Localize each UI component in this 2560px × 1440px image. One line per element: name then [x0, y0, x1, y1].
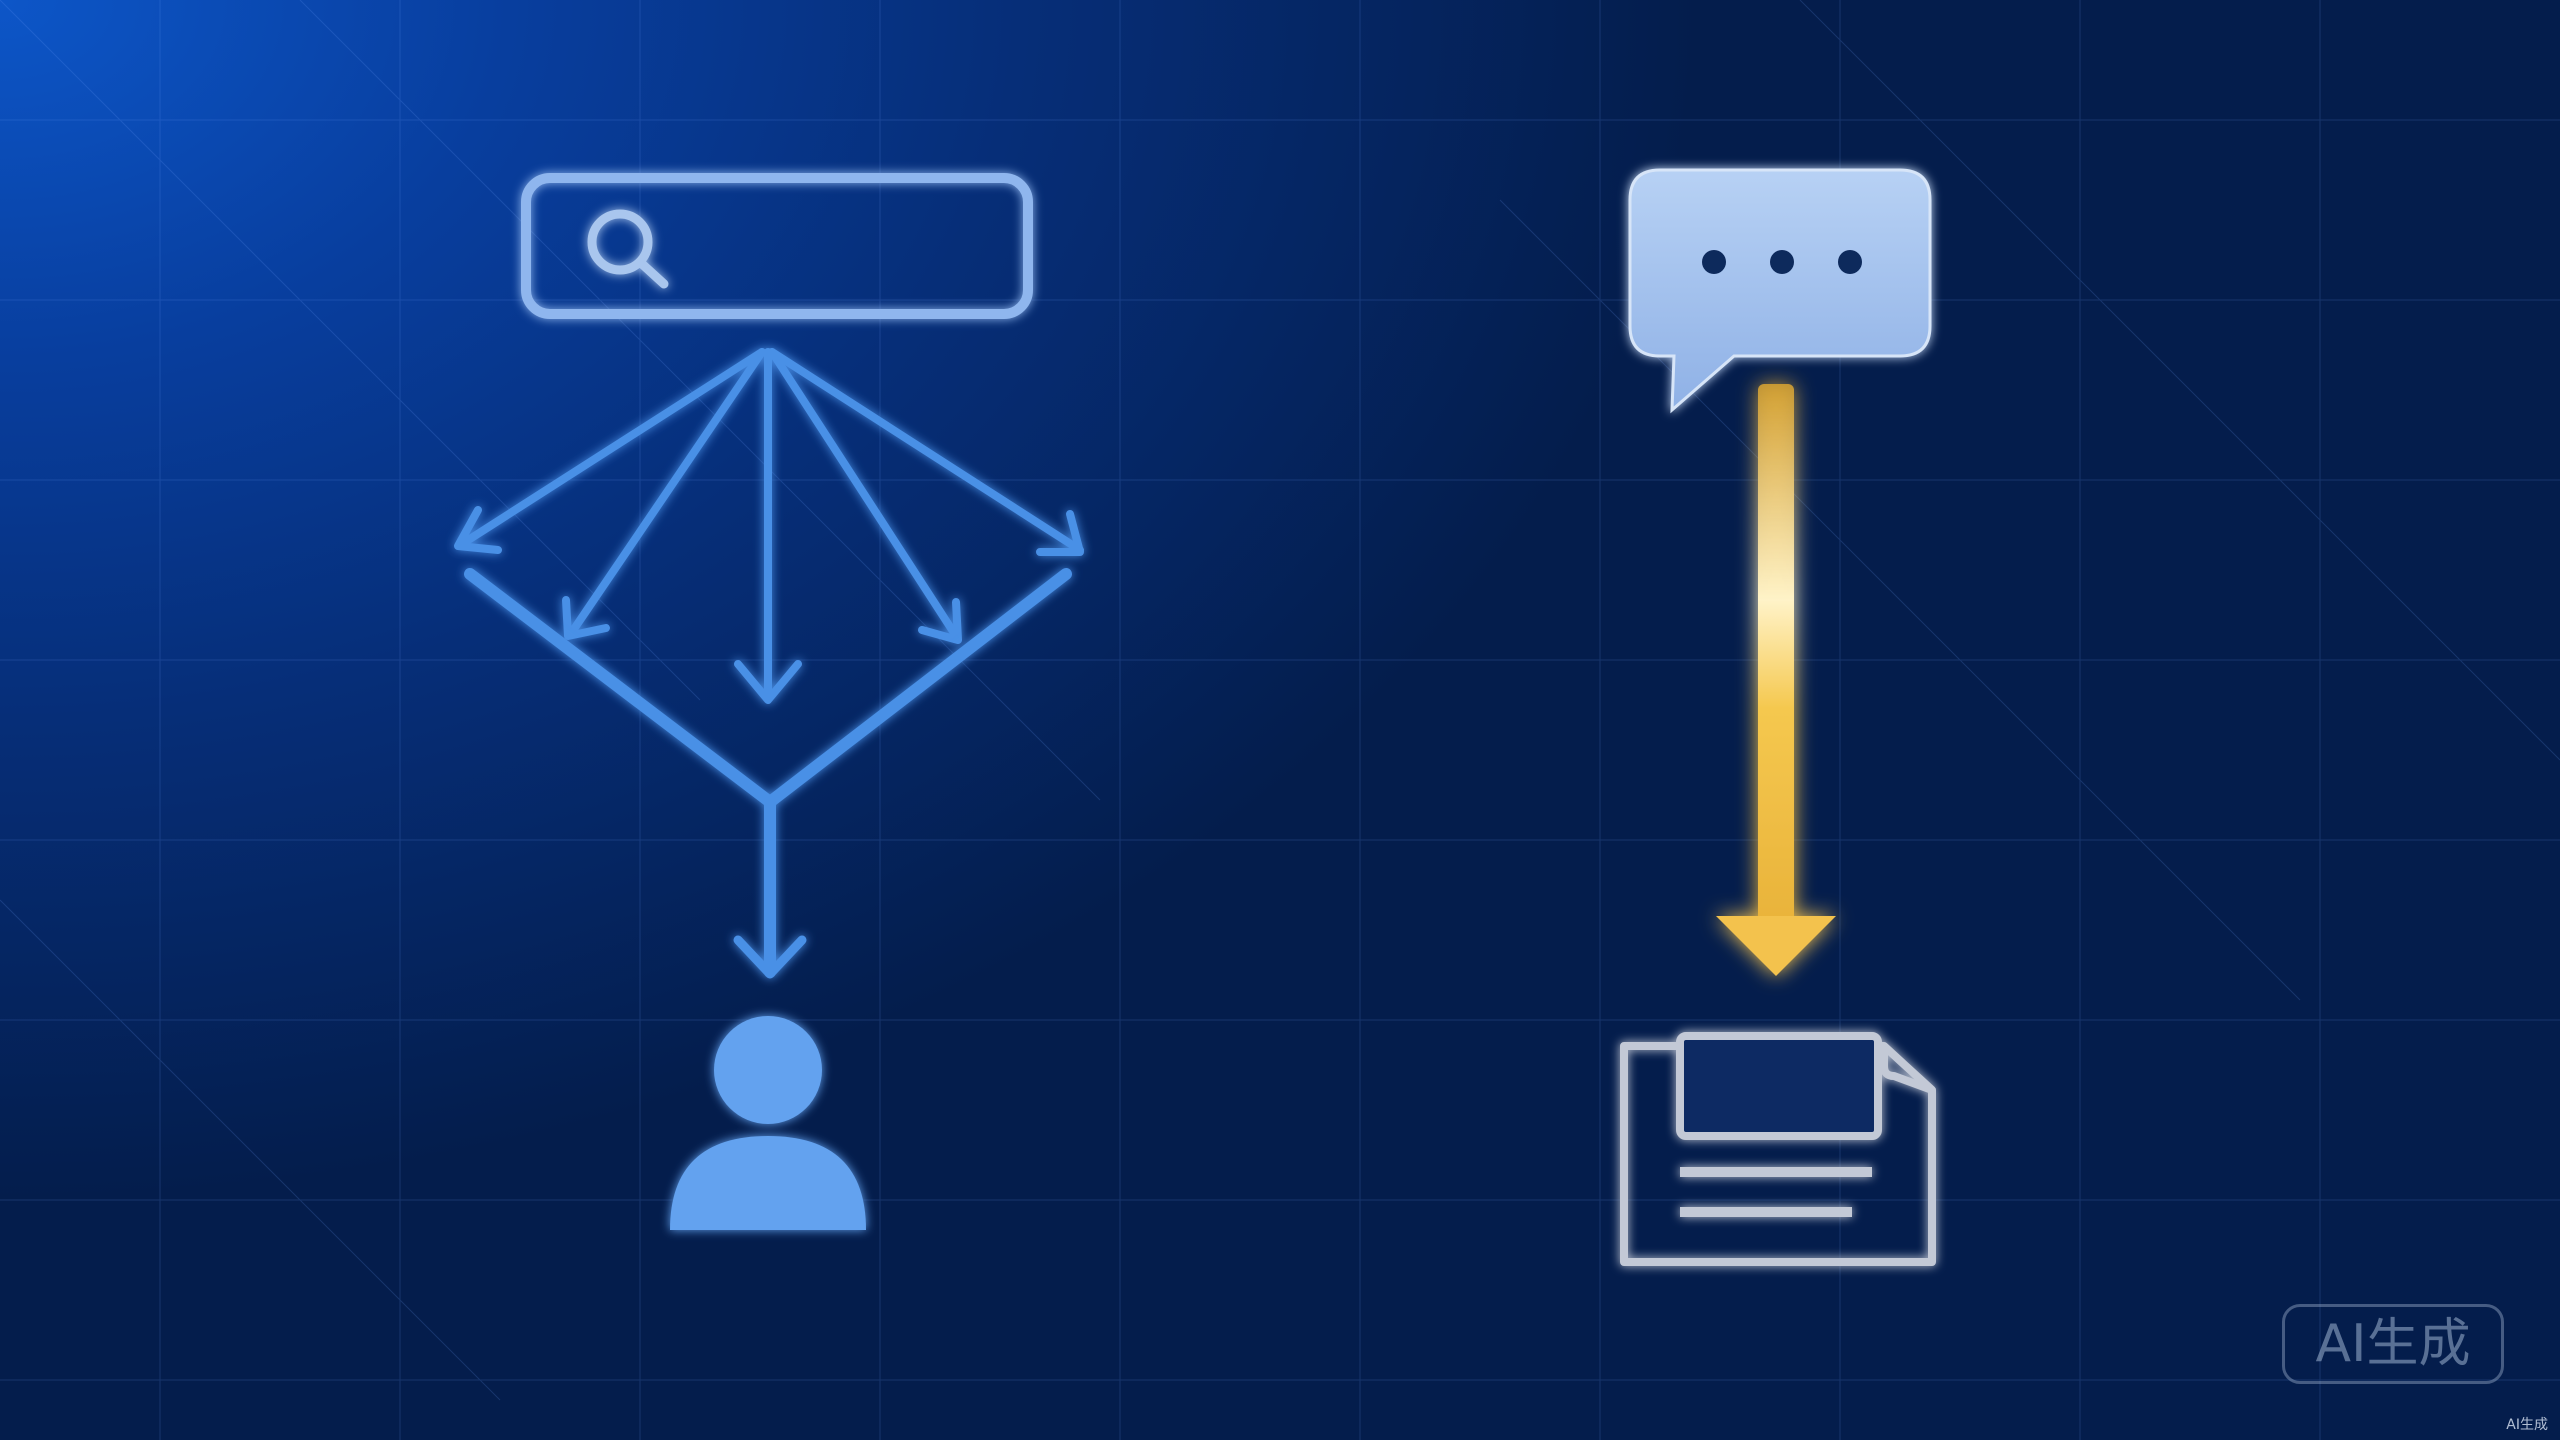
search-icon [587, 209, 669, 289]
gold-direct-arrow [1716, 384, 1836, 976]
fan-out-arrows [454, 348, 1084, 704]
person-icon [670, 1016, 866, 1230]
converge-funnel [464, 568, 1072, 979]
search-bar [521, 173, 1033, 319]
chat-bubble-icon [1628, 168, 1932, 414]
ai-generated-corner-label: AI生成 [2506, 1417, 2548, 1433]
document-icon [1620, 1032, 1936, 1266]
ai-generated-badge: AI生成 [2282, 1304, 2504, 1384]
